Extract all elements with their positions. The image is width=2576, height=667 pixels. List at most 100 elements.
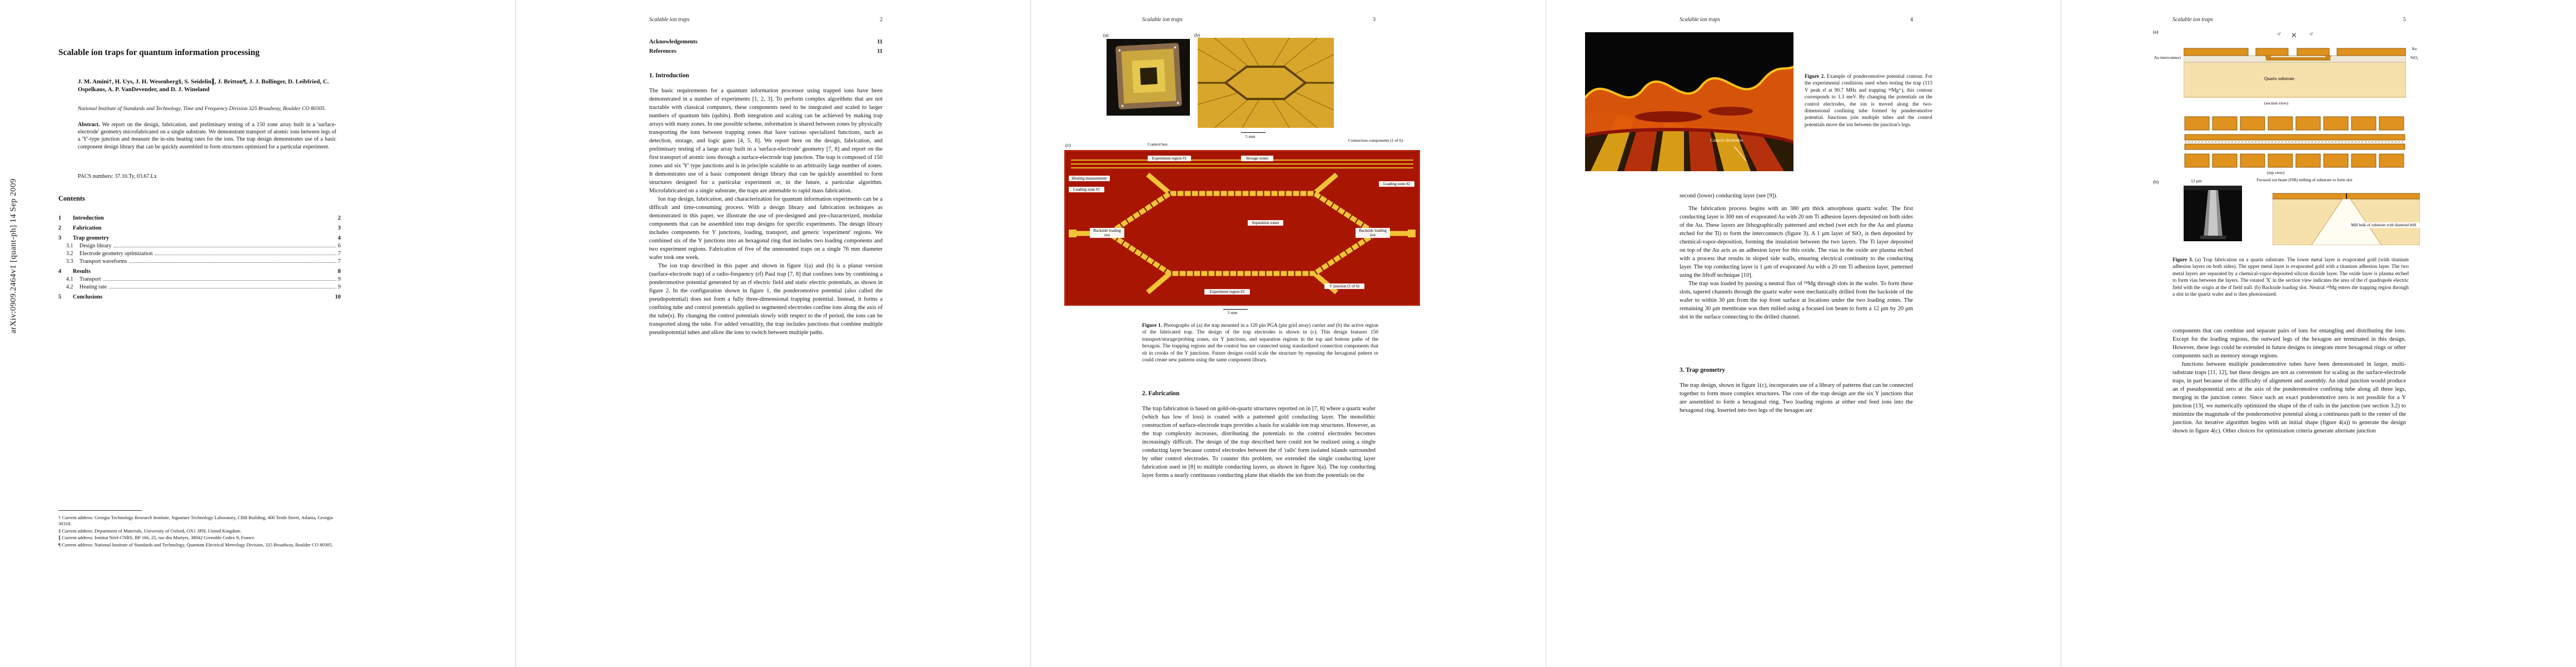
- page-4: Scalable ion traps 4 Control electrodes …: [1546, 0, 2061, 667]
- y-junction-label: Y junction (1 of 6): [1324, 283, 1364, 290]
- toc-entry-page: 10: [335, 294, 341, 300]
- paragraph: The trap was loaded by passing a neutral…: [1680, 281, 1913, 320]
- contents-heading: Contents: [58, 195, 85, 202]
- figure-1-panel-c-label: (c): [1065, 142, 1071, 148]
- page-3: Scalable ion traps 3 (a) (b): [1030, 0, 1546, 667]
- running-header: Scalable ion traps 3: [1142, 17, 1376, 23]
- toc-entry-page: 2: [337, 215, 341, 221]
- toc-entry-page: 9: [338, 284, 341, 290]
- toc-entry-label: Electrode geometry optimization: [79, 251, 153, 257]
- toc-entry-label: Heating rate: [79, 284, 107, 290]
- footnote-rule: [58, 510, 142, 511]
- backside-loading-slot-left-label: Backside loading slot: [1090, 228, 1124, 238]
- footnote: ¶ Current address: National Institute of…: [58, 541, 333, 547]
- rf-left-label: rf: [2278, 31, 2280, 36]
- pacs-line: PACS numbers: 37.10.Ty, 03.67.Lx: [78, 173, 157, 180]
- toc-entry-label: Trap geometry: [73, 235, 109, 241]
- control-bus-label: Control bus: [1148, 142, 1168, 147]
- fabrication-top-view-image: [2184, 116, 2405, 168]
- section-heading-fabrication: 2. Fabrication: [1142, 390, 1180, 397]
- fabrication-text-continued: The fabrication process begins with an 3…: [1680, 205, 1913, 321]
- abstract-text: We report on the design, fabrication, an…: [78, 122, 336, 150]
- paragraph: Ion trap design, fabrication, and charac…: [649, 196, 883, 261]
- figure-1c-scale-bar: [1223, 309, 1248, 310]
- figure-3: (a) rf ✕ rf Au interconnect Quartz subst…: [2153, 28, 2453, 250]
- introduction-text: The basic requirements for a quantum inf…: [649, 87, 883, 337]
- toc-entry-label: Introduction: [73, 215, 104, 221]
- toc-entry-number: 5: [58, 294, 62, 300]
- paper-title: Scalable ion traps for quantum informati…: [58, 48, 260, 57]
- toc-entry-label: Transport: [79, 276, 101, 282]
- section-heading-trap-geometry: 3. Trap geometry: [1680, 367, 1725, 374]
- figure-1-caption-text: Photographs of (a) the trap mounted in a…: [1142, 323, 1378, 364]
- trap-geometry-text-continued: components that can combine and separate…: [2173, 327, 2406, 435]
- quartz-substrate-label: Quartz substrate: [2264, 76, 2295, 81]
- loading-zone-1-label: Loading zone #1: [1069, 187, 1104, 193]
- figure-3-caption-label: Figure 3.: [2173, 257, 2193, 263]
- storage-zones-label: Storage zones: [1241, 156, 1273, 162]
- loading-zone-2-label: Loading zone #2: [1379, 181, 1414, 187]
- footnotes: † Current address: Georgia Technology Re…: [58, 515, 341, 549]
- page-number: 3: [1373, 17, 1376, 23]
- paragraph: The trap fabrication is based on gold-on…: [1142, 406, 1376, 479]
- figure-1-panel-a-label: (a): [1103, 32, 1109, 38]
- toc-entry-page: 3: [337, 225, 341, 231]
- figure-1: (a) (b): [1064, 32, 1420, 318]
- section-heading-introduction: 1. Introduction: [649, 72, 689, 79]
- separation-zones-label: Separation zones: [1248, 220, 1283, 226]
- affiliation-line: National Institute of Standards and Tech…: [78, 106, 326, 112]
- figure-1c-scale-label: 5 mm: [1228, 310, 1238, 315]
- toc-entry-page: 7: [338, 251, 341, 257]
- figure-1-panel-b-label: (b): [1194, 32, 1200, 38]
- page-number: 5: [2403, 17, 2406, 23]
- toc-entry-number: 1: [58, 215, 62, 221]
- toc-entry-number: 3: [58, 235, 62, 241]
- footnote: ∥ Current address: Institut Néel-CNRS, B…: [58, 535, 256, 540]
- figure-1-caption-label: Figure 1.: [1142, 323, 1162, 328]
- arxiv-watermark: arXiv:0909.2464v1 [quant-ph] 14 Sep 2009: [9, 178, 18, 334]
- toc-entry-page: 7: [338, 258, 341, 265]
- top-view-label: (top view): [2267, 170, 2285, 175]
- pseudopotential-contour-image: [1585, 32, 1793, 171]
- rf-quadrupole-x-icon: ✕: [2291, 31, 2297, 39]
- fib-milling-label: Focused ion beam (FIB) milling of substr…: [2256, 177, 2353, 182]
- page-5: Scalable ion traps 5 (a) rf ✕ rf Au inte…: [2061, 0, 2576, 667]
- toc-entry-number: 3.1: [66, 243, 73, 249]
- fabrication-text: The trap fabrication is based on gold-on…: [1142, 405, 1376, 480]
- figure-3-panel-b-label: (b): [2153, 179, 2159, 185]
- abstract: Abstract. We report on the design, fabri…: [78, 121, 336, 151]
- paragraph: The ion trap described in this paper and…: [649, 263, 883, 336]
- fabrication-section-view-image: [2184, 48, 2406, 98]
- control-electrodes-label: Control electrodes: [1710, 138, 1743, 143]
- au-layer-label: Au: [2411, 46, 2417, 51]
- running-title: Scalable ion traps: [649, 17, 690, 23]
- toc-entry-label: Design library: [79, 243, 112, 249]
- abstract-label: Abstract.: [78, 122, 100, 128]
- paragraph: The trap design, shown in figure 1(c), i…: [1680, 382, 1913, 414]
- toc-entry-page: 4: [337, 235, 341, 241]
- figure-1b-scale-bar: [1241, 132, 1265, 133]
- running-title: Scalable ion traps: [2173, 17, 2213, 23]
- running-header: Scalable ion traps 5: [2173, 17, 2406, 23]
- toc-entry-page: 8: [337, 268, 341, 275]
- figure-2-caption-label: Figure 2.: [1805, 74, 1825, 79]
- section-view-label: (section view): [2264, 101, 2289, 106]
- toc-entry: 1 Introduction 2: [58, 215, 341, 221]
- paragraph: The fabrication process begins with an 3…: [1680, 206, 1913, 278]
- toc-entry-number: 4.1: [66, 276, 73, 282]
- toc-entry-number: 4: [58, 268, 62, 275]
- toc-entry-page: 11: [877, 39, 883, 45]
- running-header: Scalable ion traps 4: [1680, 17, 1913, 23]
- toc-entry-page: 11: [877, 48, 883, 54]
- authors-line: J. M. Amini†, H. Uys, J. H. Wesenberg§, …: [78, 78, 329, 93]
